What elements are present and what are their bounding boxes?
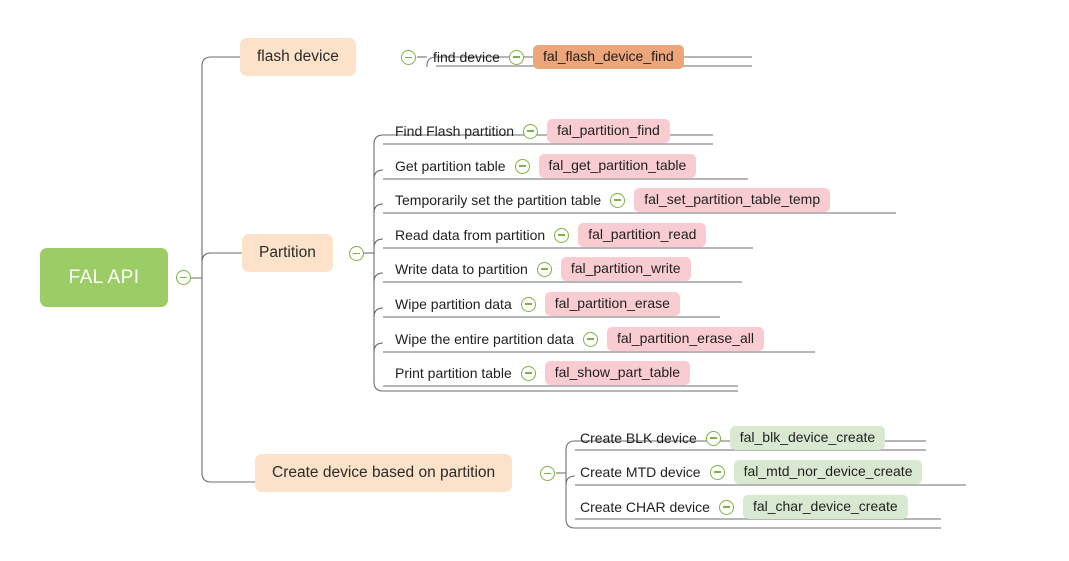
branch-label-create-device: Create device based on partition [272, 464, 496, 481]
minus-circle-icon[interactable] [610, 192, 626, 208]
leaf-label: Read data from partition [395, 227, 546, 243]
leaf-label: find device [433, 49, 500, 65]
branch-node-flash-device[interactable]: flash device [240, 38, 356, 76]
api-badge: fal_partition_write [560, 257, 691, 281]
leaf-label: Wipe the entire partition data [395, 331, 574, 347]
list-item[interactable]: Create BLK device fal_blk_device_create [580, 425, 886, 451]
minus-circle-icon[interactable] [536, 261, 552, 277]
api-badge: fal_char_device_create [742, 495, 908, 519]
api-badge: fal_blk_device_create [729, 426, 886, 450]
list-item[interactable]: Wipe the entire partition data fal_parti… [395, 326, 764, 352]
list-item[interactable]: Temporarily set the partition table fal_… [395, 187, 831, 213]
branch-label-flash-device: flash device [257, 48, 339, 65]
leaf-label: Create BLK device [580, 430, 697, 446]
minus-circle-icon[interactable] [709, 464, 725, 480]
api-badge: fal_partition_find [547, 119, 670, 143]
leaf-label: Temporarily set the partition table [395, 192, 602, 208]
minus-circle-icon[interactable] [508, 49, 524, 65]
minus-circle-icon[interactable] [718, 499, 734, 515]
root-node[interactable]: FAL API [40, 248, 168, 307]
leaf-label: Create MTD device [580, 464, 701, 480]
minus-circle-icon[interactable] [520, 296, 536, 312]
branch-label-partition: Partition [259, 244, 316, 261]
api-badge: fal_show_part_table [544, 361, 691, 385]
minus-circle-icon-root[interactable] [176, 270, 191, 285]
minus-circle-icon[interactable] [705, 430, 721, 446]
list-item[interactable]: Create CHAR device fal_char_device_creat… [580, 494, 908, 520]
branch-node-partition[interactable]: Partition [242, 234, 333, 272]
api-badge: fal_partition_read [578, 223, 707, 247]
minus-circle-icon-create-device[interactable] [540, 466, 555, 481]
list-item[interactable]: Read data from partition fal_partition_r… [395, 222, 707, 248]
minus-circle-icon[interactable] [583, 331, 598, 347]
list-item[interactable]: Write data to partition fal_partition_wr… [395, 256, 691, 282]
minus-circle-icon[interactable] [514, 158, 530, 174]
list-item[interactable]: Print partition table fal_show_part_tabl… [395, 360, 691, 386]
minus-circle-icon-flash-device[interactable] [401, 50, 416, 65]
minus-circle-icon[interactable] [523, 123, 539, 139]
leaf-label: Wipe partition data [395, 296, 512, 312]
api-badge: fal_partition_erase [544, 292, 680, 316]
api-badge: fal_partition_erase_all [607, 327, 764, 351]
root-label: FAL API [68, 266, 140, 288]
minus-circle-icon[interactable] [520, 365, 536, 381]
leaf-label: Find Flash partition [395, 123, 515, 139]
api-badge: fal_get_partition_table [538, 154, 697, 178]
list-item[interactable]: Get partition table fal_get_partition_ta… [395, 153, 697, 179]
api-badge: fal_set_partition_table_temp [634, 188, 831, 212]
list-item[interactable]: find device fal_flash_device_find [433, 44, 684, 70]
leaf-label: Print partition table [395, 365, 512, 381]
leaf-label: Write data to partition [395, 261, 528, 277]
api-badge: fal_flash_device_find [532, 45, 684, 69]
list-item[interactable]: Wipe partition data fal_partition_erase [395, 291, 680, 317]
minus-circle-icon[interactable] [554, 227, 570, 243]
leaf-label: Create CHAR device [580, 499, 710, 515]
api-badge: fal_mtd_nor_device_create [733, 460, 923, 484]
branch-node-create-device[interactable]: Create device based on partition [255, 454, 513, 492]
list-item[interactable]: Create MTD device fal_mtd_nor_device_cre… [580, 459, 923, 485]
minus-circle-icon-partition[interactable] [349, 246, 364, 261]
list-item[interactable]: Find Flash partition fal_partition_find [395, 118, 670, 144]
leaf-label: Get partition table [395, 158, 506, 174]
